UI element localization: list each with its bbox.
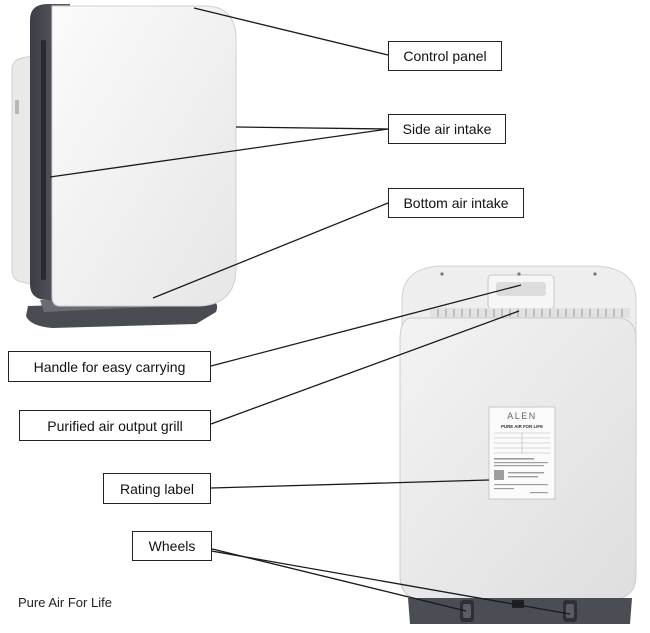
rating-sticker: ALEN PURE AIR FOR LIFE bbox=[488, 406, 556, 500]
leader-rating-label bbox=[210, 479, 490, 489]
sticker-table bbox=[494, 432, 550, 454]
leader-bottom-intake bbox=[152, 202, 389, 299]
footer-text: Pure Air For Life bbox=[18, 595, 112, 610]
top-screw-3 bbox=[593, 272, 597, 276]
leader-side-intake-2 bbox=[49, 128, 389, 178]
side-vent-marks bbox=[15, 100, 19, 114]
leader-control-panel bbox=[193, 7, 389, 56]
leader-handle bbox=[210, 284, 522, 367]
output-grill bbox=[430, 308, 630, 318]
output-grill-callout: Purified air output grill bbox=[19, 410, 211, 441]
sticker-brand: ALEN bbox=[507, 411, 537, 421]
leader-output-grill bbox=[210, 310, 520, 425]
back-purifier-image: ALEN PURE AIR FOR LIFE bbox=[399, 265, 637, 624]
leader-side-intake-1 bbox=[235, 126, 389, 130]
output-grill-slots bbox=[437, 309, 623, 317]
leader-wheels-2 bbox=[199, 548, 571, 615]
bottom-air-intake-callout: Bottom air intake bbox=[388, 188, 524, 218]
leader-lines bbox=[49, 7, 571, 615]
wheel-left bbox=[460, 600, 474, 622]
power-socket bbox=[512, 600, 524, 608]
top-screw-2 bbox=[517, 272, 521, 276]
front-panel bbox=[51, 5, 237, 307]
rating-label-callout: Rating label bbox=[103, 473, 211, 504]
sticker-tagline: PURE AIR FOR LIFE bbox=[501, 424, 543, 429]
top-screw-1 bbox=[440, 272, 444, 276]
handle-recess bbox=[496, 282, 546, 296]
sticker-fine-print bbox=[494, 458, 548, 494]
front-purifier-image bbox=[11, 4, 237, 328]
handle-callout: Handle for easy carrying bbox=[8, 351, 211, 382]
control-panel-callout: Control panel bbox=[388, 41, 502, 71]
wheel-right bbox=[563, 600, 577, 622]
wheels-callout: Wheels bbox=[132, 531, 212, 561]
side-air-intake-callout: Side air intake bbox=[388, 114, 506, 144]
front-frame-slot bbox=[41, 40, 46, 280]
